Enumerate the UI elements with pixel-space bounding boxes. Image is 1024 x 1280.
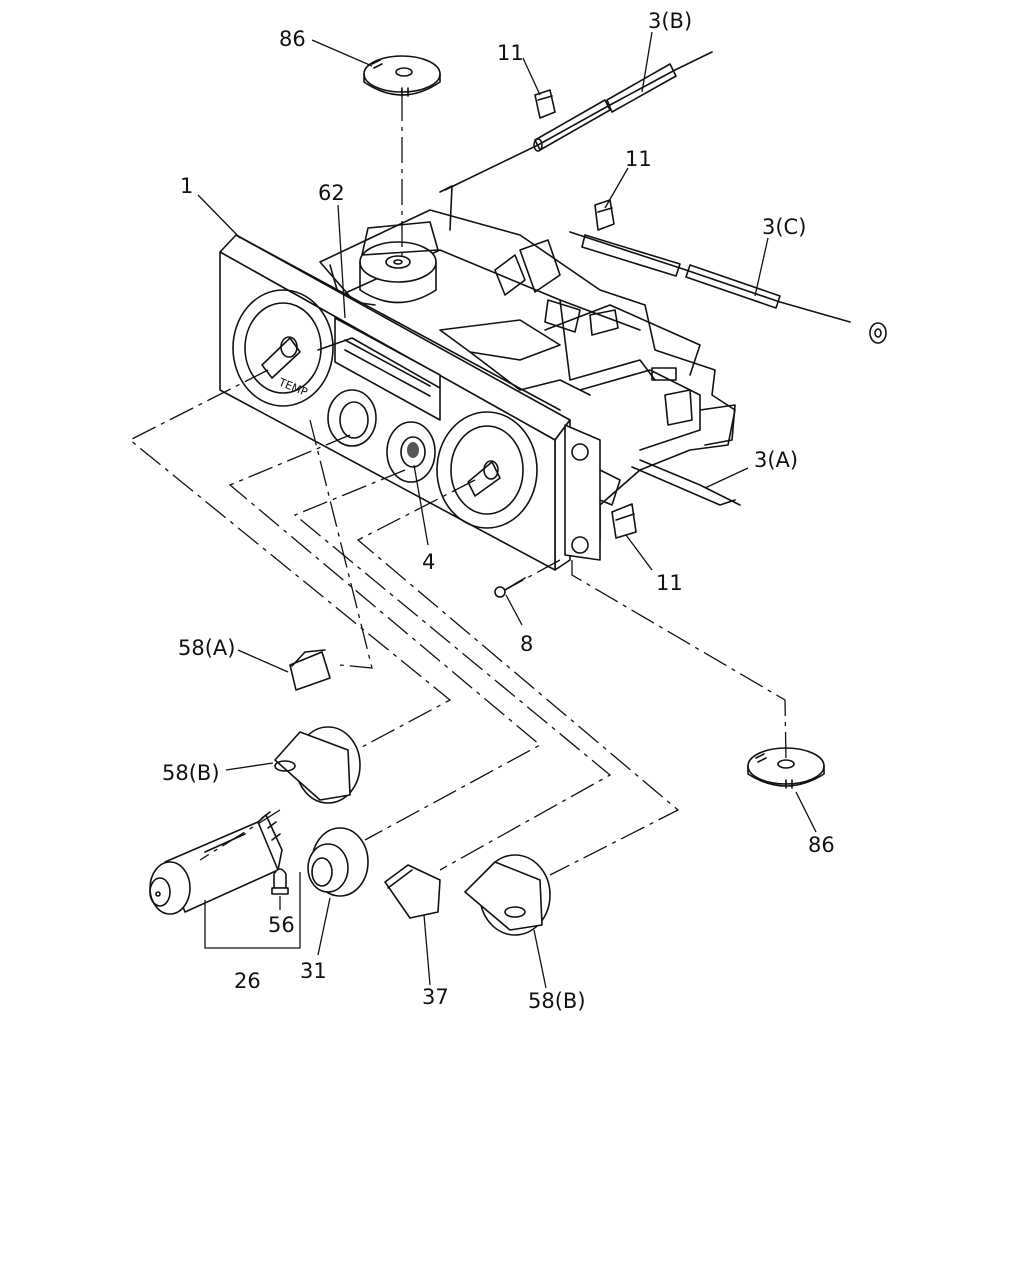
callout-8: 8 [520,632,533,656]
knob-58b-right [464,854,551,936]
bulb-56 [271,868,289,895]
lever-knob-58a [289,649,331,691]
callout-86-top: 86 [279,27,306,51]
callout-37: 37 [422,985,449,1009]
callout-26: 26 [234,969,261,993]
callout-11-top: 11 [497,41,524,65]
callout-58b-right: 58(B) [528,989,586,1013]
bulb-socket-26 [149,811,283,915]
callout-31: 31 [300,959,327,983]
knob-37 [384,864,441,919]
leader-lines [197,31,817,989]
callout-3b: 3(B) [648,9,692,33]
callout-11-low: 11 [656,571,683,595]
control-unit-assembly [219,209,736,571]
cable-3c [569,231,887,344]
assembly-lines [128,95,787,876]
callout-labels: 86 11 3(B) 1 62 11 3(C) 3(A) 4 11 8 58(A… [162,9,835,1013]
callout-1: 1 [180,174,193,198]
clip-11-top [534,89,556,119]
clip-11-low [611,503,637,539]
cable-3a [631,459,741,506]
callout-62: 62 [318,181,345,205]
callout-56: 56 [268,913,295,937]
callout-3c: 3(C) [762,215,806,239]
callout-3a: 3(A) [754,448,798,472]
washer-86-right [747,747,825,789]
callout-4: 4 [422,550,435,574]
callout-58a: 58(A) [178,636,235,660]
knob-58b-left [274,726,361,804]
washer-86-top [363,55,441,97]
callout-58b-left: 58(B) [162,761,220,785]
knob-31 [307,827,369,897]
callout-86-right: 86 [808,833,835,857]
callout-11-mid: 11 [625,147,652,171]
clip-11-mid [594,199,615,231]
cable-3b [439,51,713,231]
